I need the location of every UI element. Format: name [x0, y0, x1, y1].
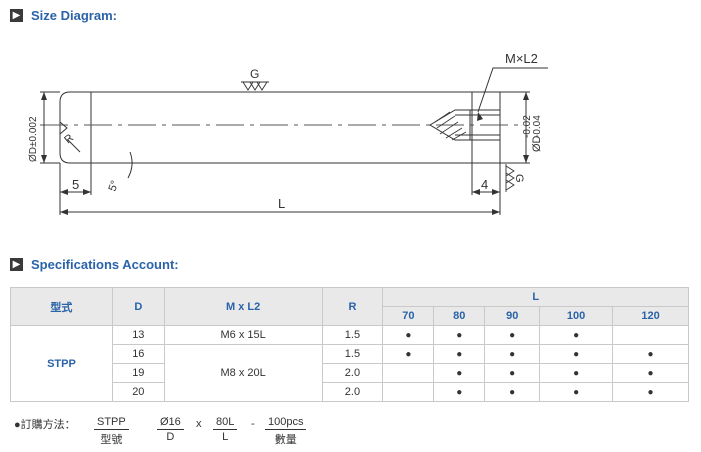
cell-d: 13 — [111, 325, 165, 345]
header-l-90: 90 — [484, 306, 541, 326]
label-g-top: G — [250, 67, 259, 81]
size-diagram-title: Size Diagram: — [31, 8, 117, 23]
order-sep-dash: - — [251, 418, 255, 430]
table-row: 16 M8 x 20L 1.5 ● ● ● ● ● — [11, 344, 689, 402]
cell-r: 1.5 — [321, 325, 384, 345]
header-l-100: 100 — [539, 306, 614, 326]
label-tol-lower: -0.04 — [532, 115, 543, 138]
cell-mark: ● — [433, 344, 486, 364]
order-prefix: ●訂購方法： — [14, 419, 76, 431]
order-model-label: 型號 — [100, 434, 123, 446]
header-d: D — [111, 287, 165, 326]
cell-mark: ● — [484, 363, 541, 383]
size-diagram: G M×L2 ØD±0.002 ØD -0.02 -0.04 R 5 5° 4 … — [28, 51, 548, 215]
order-item-qty: 100pcs 數量 — [265, 416, 307, 447]
cell-r: 2.0 — [321, 382, 384, 402]
cell-r: 1.5 — [321, 344, 384, 364]
header-l-80: 80 — [433, 306, 486, 326]
cell-d: 19 — [111, 363, 165, 383]
surface-finish-top — [242, 81, 268, 91]
table-row: STPP 13 M6 x 15L 1.5 ● ● ● ● — [10, 325, 689, 402]
cell-mark: ● — [539, 344, 614, 364]
order-qty-label: 數量 — [274, 434, 297, 446]
mxl2-leader — [477, 67, 548, 113]
spec-account-header: ▶ Specifications Account: — [10, 257, 179, 272]
cell-mxl2: M6 x 15L — [163, 325, 323, 345]
cell-mark: ● — [612, 382, 689, 402]
order-qty-value: 100pcs — [265, 416, 307, 430]
label-d-right: ØD — [531, 135, 543, 152]
header-l: L — [382, 287, 689, 307]
cell-mark: ● — [484, 382, 541, 402]
label-tol-upper: -0.02 — [522, 115, 533, 138]
cell-r: 2.0 — [321, 363, 384, 383]
surface-finish-right — [505, 165, 515, 191]
cell-mark — [382, 363, 435, 383]
cell-mark — [382, 382, 435, 402]
order-item-d: Ø16 D — [157, 416, 184, 443]
cell-mark: ● — [433, 363, 486, 383]
header-l-70: 70 — [382, 306, 435, 326]
cell-mark: ● — [612, 363, 689, 383]
cell-mark — [612, 325, 689, 345]
angle-5deg-arc — [127, 151, 133, 179]
cell-mark: ● — [382, 344, 435, 364]
cell-mark: ● — [382, 325, 435, 345]
arrow-right-icon: ▶ — [10, 9, 23, 22]
cell-mark: ● — [484, 344, 541, 364]
order-l-label: L — [222, 431, 229, 443]
center-hole-mark — [59, 121, 68, 135]
cell-mark: ● — [433, 382, 486, 402]
order-model-value: STPP — [94, 416, 129, 430]
order-d-label: D — [166, 431, 175, 443]
label-g-right: G — [513, 174, 525, 183]
cell-mark: ● — [484, 325, 541, 345]
label-4: 4 — [481, 177, 488, 192]
spec-table: 型式 D M x L2 R L 70 80 90 100 120 STPP 13… — [10, 287, 689, 402]
cell-mark: ● — [433, 325, 486, 345]
arrow-right-icon: ▶ — [10, 258, 23, 271]
order-l-value: 80L — [213, 416, 238, 430]
cell-mark: ● — [539, 382, 614, 402]
order-sep-x: x — [196, 418, 202, 430]
label-5deg: 5° — [107, 179, 122, 193]
order-d-value: Ø16 — [157, 416, 184, 430]
cell-d: 20 — [111, 382, 165, 402]
label-5: 5 — [72, 177, 79, 192]
cell-d: 16 — [111, 344, 165, 364]
table-row: 19 2.0 ● ● ● ● — [11, 363, 689, 383]
cell-mark: ● — [612, 344, 689, 364]
label-d-left: ØD±0.002 — [28, 116, 39, 162]
header-r: R — [321, 287, 384, 326]
spec-account-title: Specifications Account: — [31, 257, 179, 272]
cell-model: STPP — [10, 325, 113, 402]
cell-mark: ● — [539, 363, 614, 383]
label-r: R — [62, 132, 76, 146]
order-item-l: 80L L — [213, 416, 238, 443]
cell-mark: ● — [539, 325, 614, 345]
header-mxl2: M x L2 — [163, 287, 323, 326]
label-mxl2: M×L2 — [505, 51, 538, 66]
cell-mxl2: M8 x 20L — [163, 344, 323, 402]
order-item-model: STPP 型號 — [94, 416, 129, 447]
label-l: L — [278, 196, 285, 211]
table-row: 20 2.0 ● ● ● ● — [11, 382, 689, 402]
size-diagram-header: ▶ Size Diagram: — [10, 8, 117, 23]
pin-body-outline — [59, 91, 501, 164]
header-model: 型式 — [10, 287, 113, 326]
header-l-120: 120 — [612, 306, 689, 326]
